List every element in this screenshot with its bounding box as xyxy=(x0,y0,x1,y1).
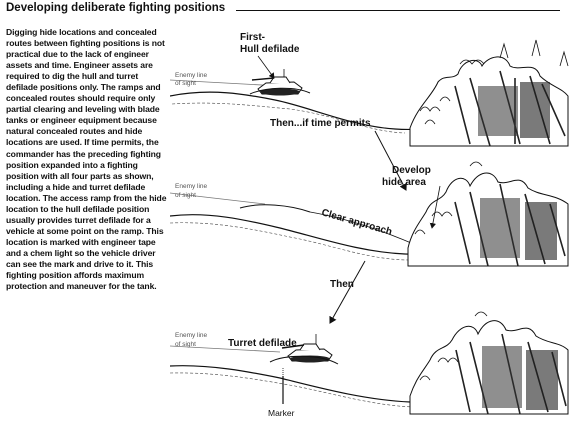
tank xyxy=(251,69,303,96)
turret-dirt-berm xyxy=(269,355,339,365)
panel-turret-defilade: Enemy line of sight Turret defilade Mark… xyxy=(170,311,569,418)
tree-line xyxy=(409,39,569,147)
enemy-los-label: of sight xyxy=(175,192,196,199)
hull-dirt-berm xyxy=(249,87,311,95)
enemy-los-label: Enemy line xyxy=(175,332,208,339)
enemy-los-label: Enemy line xyxy=(175,183,208,190)
label-marker: Marker xyxy=(268,408,295,418)
page-title: Developing deliberate fighting positions xyxy=(6,2,226,14)
tree-line xyxy=(407,161,569,267)
enemy-los-label: Enemy line xyxy=(175,72,208,79)
label-clear-approach: Clear approach xyxy=(320,207,393,238)
panel-hull-defilade: Enemy line of sight First- Hull defilade… xyxy=(170,32,569,147)
terrain-line xyxy=(170,222,411,261)
terrain-line xyxy=(170,372,416,408)
label-turret-defilade: Turret defilade xyxy=(228,338,297,349)
enemy-line-of-sight xyxy=(170,79,281,87)
label-first: First- xyxy=(240,32,265,43)
label-develop: Develop xyxy=(392,165,431,176)
hull-position-outline xyxy=(239,204,311,213)
flow-arrow xyxy=(374,130,407,191)
tree-line xyxy=(409,311,569,415)
caption-then-if-time-permits: Then...if time permits xyxy=(270,118,371,129)
terrain-line xyxy=(170,214,446,255)
fighting-positions-figure: Enemy line of sight First- Hull defilade… xyxy=(170,32,569,418)
panel-develop-hide-area: Enemy line of sight Clear approach Devel… xyxy=(170,161,569,267)
flow-arrow xyxy=(329,260,366,324)
enemy-line-of-sight xyxy=(170,345,281,353)
terrain-line xyxy=(170,365,451,403)
terrain-line xyxy=(171,102,406,134)
title-rule xyxy=(236,10,560,11)
label-then: Then xyxy=(330,279,354,290)
body-text: Digging hide locations and concealed rou… xyxy=(6,27,167,292)
label-hide-area: hide area xyxy=(382,177,426,188)
label-hull-defilade: Hull defilade xyxy=(240,44,300,55)
enemy-line-of-sight xyxy=(170,192,266,205)
enemy-los-label: of sight xyxy=(175,341,196,348)
enemy-los-label: of sight xyxy=(175,80,196,87)
